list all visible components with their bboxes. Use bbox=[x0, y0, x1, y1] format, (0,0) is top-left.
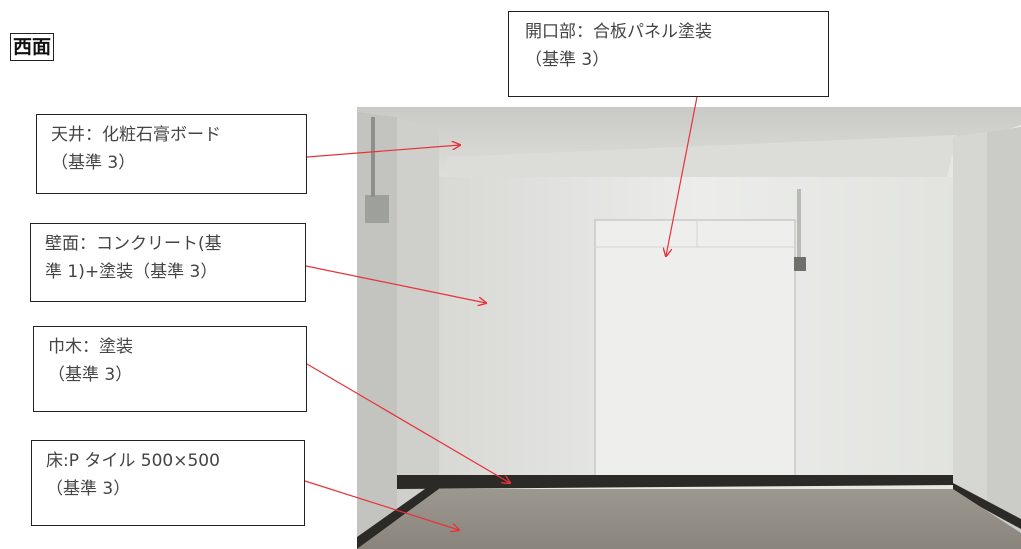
note-floor-line2: （基準 3） bbox=[46, 479, 131, 499]
note-floor-line1: 床:P タイル 500×500 bbox=[46, 451, 220, 471]
note-skirting-line1: 巾木：塗装 bbox=[48, 337, 133, 357]
room-photo bbox=[357, 107, 1021, 549]
note-opening: 開口部：合板パネル塗装 （基準 3） bbox=[508, 11, 829, 97]
note-ceiling-line1: 天井：化粧石膏ボード bbox=[51, 125, 221, 145]
note-opening-line2: （基準 3） bbox=[525, 50, 610, 70]
note-ceiling-line2: （基準 3） bbox=[51, 153, 136, 173]
note-floor: 床:P タイル 500×500 （基準 3） bbox=[31, 440, 305, 526]
note-skirting-line2: （基準 3） bbox=[48, 365, 133, 385]
note-wall-line1: 壁面：コンクリート(基 bbox=[45, 234, 222, 254]
note-skirting: 巾木：塗装 （基準 3） bbox=[33, 326, 307, 412]
note-wall-line2: 準 1)+塗装（基準 3） bbox=[45, 262, 218, 282]
page-title: 西面 bbox=[10, 33, 55, 61]
note-ceiling: 天井：化粧石膏ボード （基準 3） bbox=[36, 114, 307, 194]
note-opening-line1: 開口部：合板パネル塗装 bbox=[525, 22, 712, 42]
note-wall: 壁面：コンクリート(基 準 1)+塗装（基準 3） bbox=[30, 223, 306, 302]
